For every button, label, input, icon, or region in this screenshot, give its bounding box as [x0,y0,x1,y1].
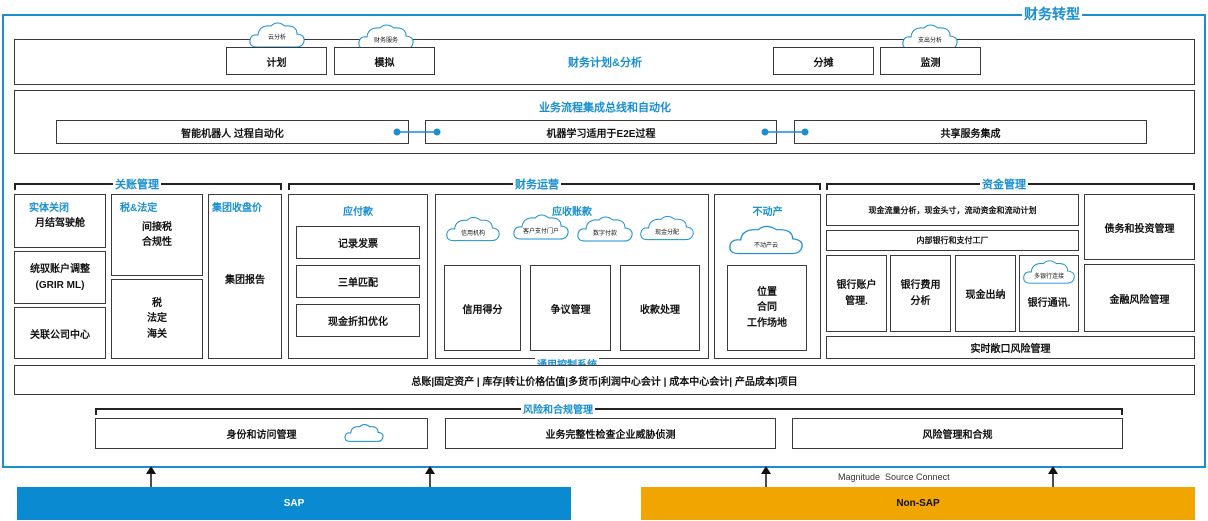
bank-fee-box[interactable]: 银行费用 分析 [890,255,951,332]
identity-access-box[interactable]: 身份和访问管理 [95,418,428,449]
bpa-title: 业务流程集成总线和自动化 [539,102,671,114]
monitor-button[interactable]: 监测 [880,47,981,75]
page-title: 财务转型 [1022,4,1082,24]
cloud-icon: 数字付款 [575,214,635,244]
up-arrow-icon [423,466,437,488]
cloud-label: 数字付款 [592,230,617,237]
up-arrow-icon [1046,466,1060,488]
collections-item[interactable]: 收款处理 [620,265,700,351]
up-arrow-icon [759,466,773,488]
dispute-management-item[interactable]: 争议管理 [530,265,611,351]
cloud-icon [343,422,385,444]
rpa-item[interactable]: 智能机器人 过程自动化 [56,120,409,144]
cash-out-box[interactable]: 现金出纳 [955,255,1016,332]
realtime-risk-box[interactable]: 实时敞口风险管理 [826,336,1195,359]
shared-services-item[interactable]: 共享服务集成 [794,120,1147,144]
ml-e2e-item[interactable]: 机器学习适用于E2E过程 [425,120,777,144]
closing-group-title: 关账管理 [113,176,161,192]
finance-transformation-frame [2,14,1206,468]
cloud-icon: 支出分析 [900,22,960,52]
cloud-icon: 不动产云 [726,223,806,257]
cloud-icon: 财务服务 [356,22,416,52]
cloud-label: 客户支付门户 [522,228,559,235]
cloud-icon: 客户支付门户 [510,212,572,242]
cloud-label: 多银行连接 [1033,273,1064,280]
grir-box[interactable]: 统驭账户调整 (GRIR ML) [14,251,106,304]
entity-close-title: 实体关闭 [29,203,69,214]
cloud-label: 现金分配 [654,229,679,236]
tax-top-box[interactable]: 税&法定 间接税 合规性 [111,194,203,276]
fin-risk-box[interactable]: 金融风险管理 [1084,264,1195,332]
cloud-label: 云分析 [267,34,286,41]
debt-invest-box[interactable]: 债务和投资管理 [1084,194,1195,260]
cloud-label: 财务服务 [373,37,398,44]
non-sap-source-box[interactable]: Non-SAP [641,487,1195,520]
integrity-check-box[interactable]: 业务完整性检查企业威胁侦测 [445,418,776,449]
allocate-button[interactable]: 分摊 [773,47,874,75]
up-arrow-icon [144,466,158,488]
risk-compliance-box[interactable]: 风险管理和合规 [792,418,1123,449]
source-connect-label: Magnitude Source Connect [838,472,950,482]
planning-row: 财务计划&分析 [14,39,1195,85]
tax-title: 税&法定 [120,203,158,214]
tax-legal-box[interactable]: 税 法定 海关 [111,279,203,359]
intercompany-box[interactable]: 关联公司中心 [14,307,106,359]
cash-discount-item[interactable]: 现金折扣优化 [296,304,420,337]
simulate-button[interactable]: 模拟 [334,47,435,75]
cloud-label: 支出分析 [917,37,942,44]
ar-title: 应收账款 [552,206,592,218]
bank-comm-label: 银行通讯. [1027,297,1071,309]
three-way-match-item[interactable]: 三单匹配 [296,265,420,298]
connector [392,127,442,137]
cloud-icon: 云分析 [247,20,307,50]
cloud-icon: 多银行连接 [1021,258,1077,286]
connector [760,127,810,137]
indirect-tax-label: 间接税 合规性 [142,221,172,249]
cloud-icon: 信用机构 [444,214,502,244]
risk-bracket [95,408,1123,415]
location-contract-item[interactable]: 位置 合同 工作场地 [727,265,807,351]
entity-close-box[interactable]: 实体关闭 月结驾驶舱 [14,194,106,248]
cloud-label: 信用机构 [460,230,485,237]
monthly-cockpit-label: 月结驾驶舱 [35,217,85,229]
plan-button[interactable]: 计划 [226,47,327,75]
credit-score-item[interactable]: 信用得分 [444,265,521,351]
cash-flow-box[interactable]: 现金流量分析，现金头寸，流动资金和流动计划 [826,194,1079,226]
real-estate-title: 不动产 [752,206,783,218]
risk-title: 风险和合规管理 [521,401,595,416]
cloud-label: 不动产云 [753,242,778,249]
identity-access-label: 身份和访问管理 [226,430,297,441]
group-report-label: 集团报告 [225,274,265,286]
ap-title: 应付款 [343,206,373,218]
inhouse-bank-box[interactable]: 内部银行和支付工厂 [826,230,1079,251]
general-control-box[interactable]: 总账|固定资产 | 库存|转让价格估值|多货币|利润中心会计 | 成本中心会计|… [14,365,1195,395]
consolidation-title: 集团收盘价 [212,203,262,214]
record-invoice-item[interactable]: 记录发票 [296,226,420,259]
bank-account-box[interactable]: 银行账户 管理. [826,255,887,332]
planning-center-label: 财务计划&分析 [568,57,642,69]
cloud-icon: 现金分配 [638,213,696,243]
group-consolidation-box[interactable]: 集团收盘价 集团报告 [208,194,282,359]
sap-source-box[interactable]: SAP [17,487,571,520]
treasury-group-title: 资金管理 [980,176,1028,192]
operations-group-title: 财务运营 [513,176,561,192]
